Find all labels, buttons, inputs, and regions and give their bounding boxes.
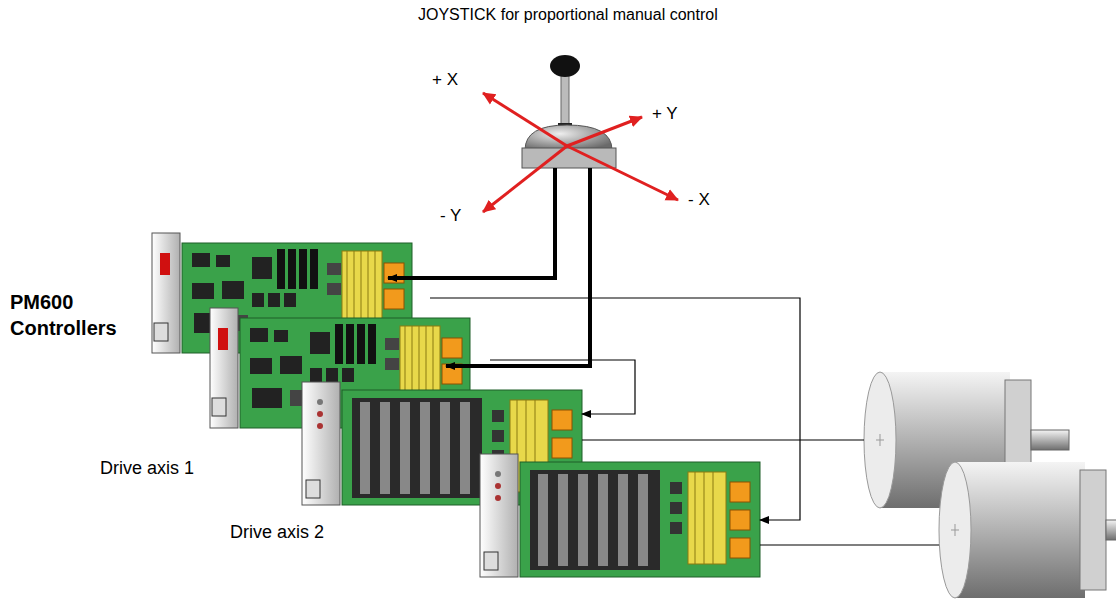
axis-label: + X — [432, 70, 458, 90]
drive-label: Drive axis 2 — [230, 522, 324, 543]
axis-label: + Y — [652, 104, 678, 124]
drive-label: Drive axis 1 — [100, 458, 194, 479]
axis-label: - X — [688, 190, 710, 210]
controller-label: PM600 Controllers — [10, 289, 130, 341]
diagram-title: JOYSTICK for proportional manual control — [418, 6, 718, 24]
axis-label: - Y — [440, 206, 461, 226]
